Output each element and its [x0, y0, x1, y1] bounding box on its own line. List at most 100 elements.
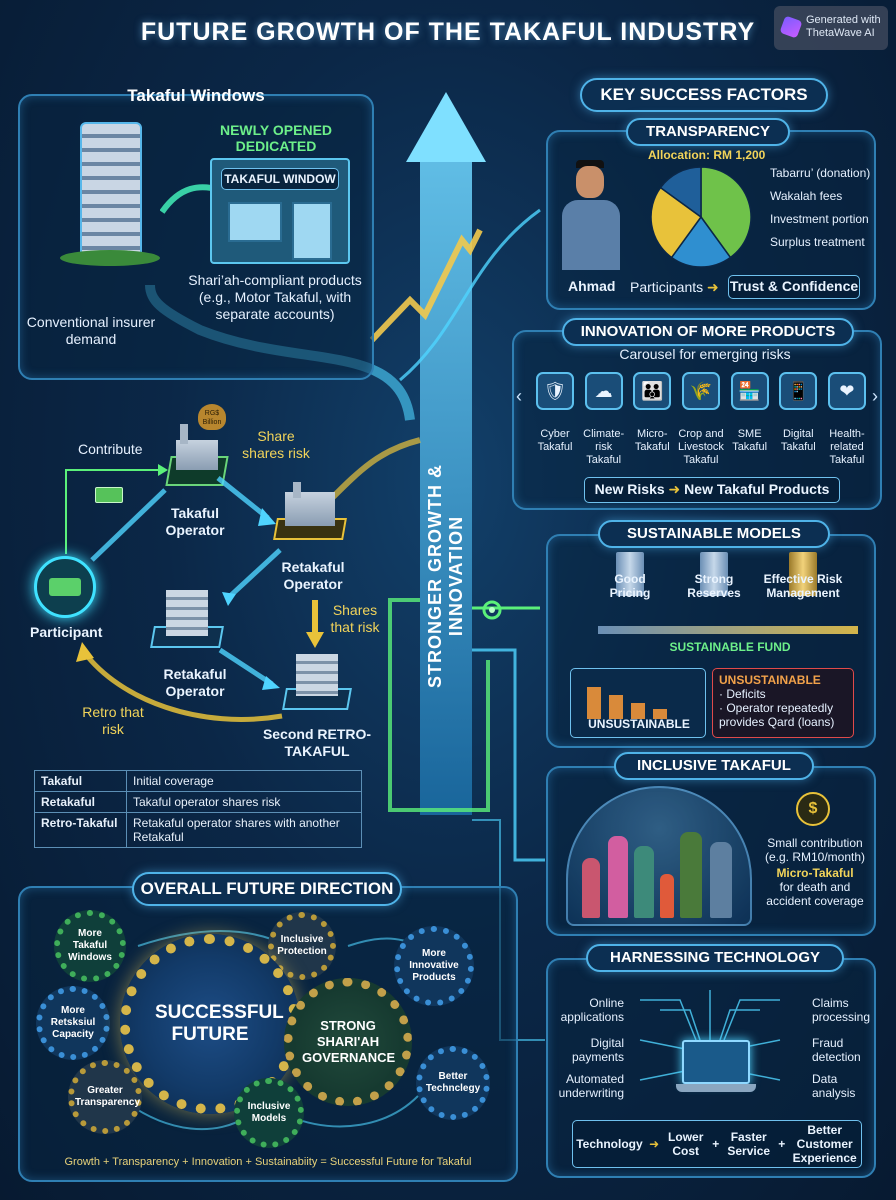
carousel-item[interactable]: 👪Micro-Takaful: [629, 372, 675, 468]
contribute-label: Contribute: [78, 441, 143, 457]
second-retro-label: Second RETRO-TAKAFUL: [262, 726, 372, 759]
products-label: Shari’ah-compliant products (e.g., Motor…: [188, 272, 362, 322]
warning-item-text: Operator repeatedly provides Qard (loans…: [719, 701, 835, 729]
trust-confidence-box: Trust & Confidence: [728, 275, 860, 299]
allocation-label: Allocation: RM 1,200: [648, 148, 766, 162]
carousel-item[interactable]: 🛡Cyber Takaful: [532, 372, 578, 468]
risk-legend-table: Takaful Initial coverage Retakaful Takaf…: [34, 770, 362, 848]
tech-item-payments: Digital payments: [571, 1036, 624, 1064]
slice-label-surplus: Surplus treatment: [770, 235, 865, 249]
money-bag-label: RG$ Billion: [202, 410, 222, 426]
warning-item-text: Deficits: [726, 687, 766, 701]
slice-label-investment: Investment portion: [770, 212, 869, 226]
carousel-subtitle: Carousel for emerging risks: [619, 346, 791, 362]
pie-slice: [650, 186, 703, 259]
inclusive-title: INCLUSIVE TAKAFUL: [614, 752, 814, 780]
warning-title: UNSUSTAINABLE: [719, 673, 821, 687]
gear-more-windows: More Takaful Windows: [54, 910, 126, 982]
pillar-label: Strong Reserves: [687, 572, 741, 600]
shield-lock-icon: 🛡: [536, 372, 574, 410]
slice-label-tabarru: Tabarru’ (donation): [770, 166, 871, 180]
gear-inclusive-models-label: Inclusive Models: [247, 1101, 291, 1124]
participant-icon: [34, 556, 96, 618]
flow-arrows: [76, 476, 283, 722]
warning-item-deficits: · Deficits: [719, 687, 766, 701]
pillar-strong-reserves: Strong Reserves: [682, 552, 746, 600]
carousel-item-label: Health-related Takaful: [829, 428, 865, 466]
carousel-item[interactable]: 🌾Crop and Livestock Takaful: [678, 372, 724, 468]
carousel-item[interactable]: 🏪SME Takaful: [727, 372, 773, 468]
allocation-slice-labels: Tabarru’ (donation) Wakalah fees Investm…: [770, 166, 874, 258]
small-contribution-label: Small contribution (e.g. RM10/month): [764, 836, 866, 864]
laptop-icon: [676, 1040, 756, 1096]
carousel-item[interactable]: 📱 Digital Takaful: [775, 372, 821, 468]
takaful-window-sign: TAKAFUL WINDOW: [221, 168, 339, 190]
coverage-label: for death and accident coverage: [766, 880, 864, 908]
cash-icon: [95, 487, 123, 503]
down-arrow-icon: [306, 600, 324, 648]
dedicated-line: DEDICATED: [235, 138, 317, 154]
gear-inclusive-models: Inclusive Models: [234, 1078, 304, 1148]
retakaful-operator-1-icon: [273, 482, 347, 546]
carousel-item[interactable]: ❤Health-related Takaful: [824, 372, 870, 468]
future-formula: Growth + Transparency + Innovation + Sus…: [64, 1156, 472, 1168]
carousel-prev-icon[interactable]: ‹: [516, 386, 522, 406]
legend-desc: Retakaful operator shares with another R…: [126, 812, 362, 848]
conventional-building-icon: [60, 122, 160, 272]
takaful-operator-icon: [165, 422, 229, 492]
new-products-text: New Takaful Products: [684, 481, 830, 497]
right-arrow-icon: ➜: [668, 481, 681, 497]
legend-term: Retakaful: [34, 791, 127, 813]
tech-item-claims: Claims processing: [812, 996, 871, 1024]
badge-line-1: Generated with: [806, 14, 881, 26]
takaful-windows-panel: Takaful Windows Conventional insurer dem…: [18, 86, 374, 380]
key-success-factors-title: KEY SUCCESS FACTORS: [580, 78, 828, 112]
new-risks-box: New Risks ➜ New Takaful Products: [584, 477, 840, 503]
sustainable-title: SUSTAINABLE MODELS: [598, 520, 830, 548]
retakaful-operator-2-icon: [150, 588, 224, 654]
legend-row-takaful: Takaful Initial coverage: [34, 770, 362, 792]
declining-bar-chart-icon: [587, 683, 687, 719]
plus-icon: +: [712, 1137, 720, 1151]
generated-badge[interactable]: Generated with ThetaWave AI: [774, 6, 888, 50]
gear-greater-transparency-label: Greater Transparency: [75, 1085, 141, 1108]
pillar-icon: [789, 552, 817, 596]
new-risks-text: New Risks: [594, 481, 665, 497]
phone-icon: 📱: [779, 372, 818, 410]
gear-more-windows-label: More Takaful Windows: [68, 928, 112, 963]
participants-label: Participants ➜: [630, 279, 719, 296]
carousel-item[interactable]: ☁Climate-risk Takaful: [581, 372, 627, 468]
gear-inclusive-protection-label: Inclusive Protection: [277, 934, 327, 957]
warning-item-qard: · Operator repeatedly provides Qard (loa…: [719, 701, 835, 729]
allocation-pie-chart: [650, 166, 752, 268]
takaful-windows-title: Takaful Windows: [127, 86, 265, 105]
center-arrow-label: STRONGER GROWTH & INNOVATION: [425, 464, 466, 688]
pillar-label: Effective Risk Management: [763, 572, 843, 600]
retro-label: Retro that risk: [82, 704, 144, 737]
carousel-next-icon[interactable]: ›: [872, 386, 878, 406]
tech-item-underwriting: Automated underwriting: [558, 1072, 624, 1100]
unsustainable-label: UNSUSTAINABLE: [588, 717, 690, 731]
carousel-item-label: Digital Takaful: [780, 428, 816, 453]
slice-label-wakalah: Wakalah fees: [770, 189, 843, 203]
conventional-demand-label: Conventional insurer demand: [26, 314, 156, 347]
carousel-item-label: Micro-Takaful: [634, 428, 670, 453]
faster-service-text: Faster Service: [727, 1130, 771, 1158]
shares-that-risk-label: Shares that risk: [330, 602, 380, 635]
retakaful-operator-1-label: Retakaful Operator: [281, 559, 345, 592]
sustainable-fund-label: SUSTAINABLE FUND: [669, 640, 791, 654]
plus-icon: +: [778, 1137, 786, 1151]
takaful-operator-label: Takaful Operator: [165, 505, 225, 538]
legend-desc: Takaful operator shares risk: [126, 791, 362, 813]
takaful-window-storefront: TAKAFUL WINDOW: [210, 158, 350, 264]
gear-better-technology: Better Techncl‌egy: [416, 1046, 490, 1120]
technology-benefits-box: Technology ➜ Lower Cost + Faster Service…: [572, 1120, 862, 1168]
legend-term: Retro-Takaful: [34, 812, 127, 848]
gear-better-technology-label: Better Techncl‌egy: [425, 1071, 481, 1094]
pillar-risk-management: Effective Risk Management: [750, 552, 856, 600]
family-dome-icon: [566, 786, 752, 926]
gear-inclusive-protection: Inclusive Protection: [268, 912, 336, 980]
gear-successful-future-label: SUCCESSFUL FUTURE: [155, 1002, 284, 1045]
coin-hand-icon: $: [796, 792, 830, 826]
